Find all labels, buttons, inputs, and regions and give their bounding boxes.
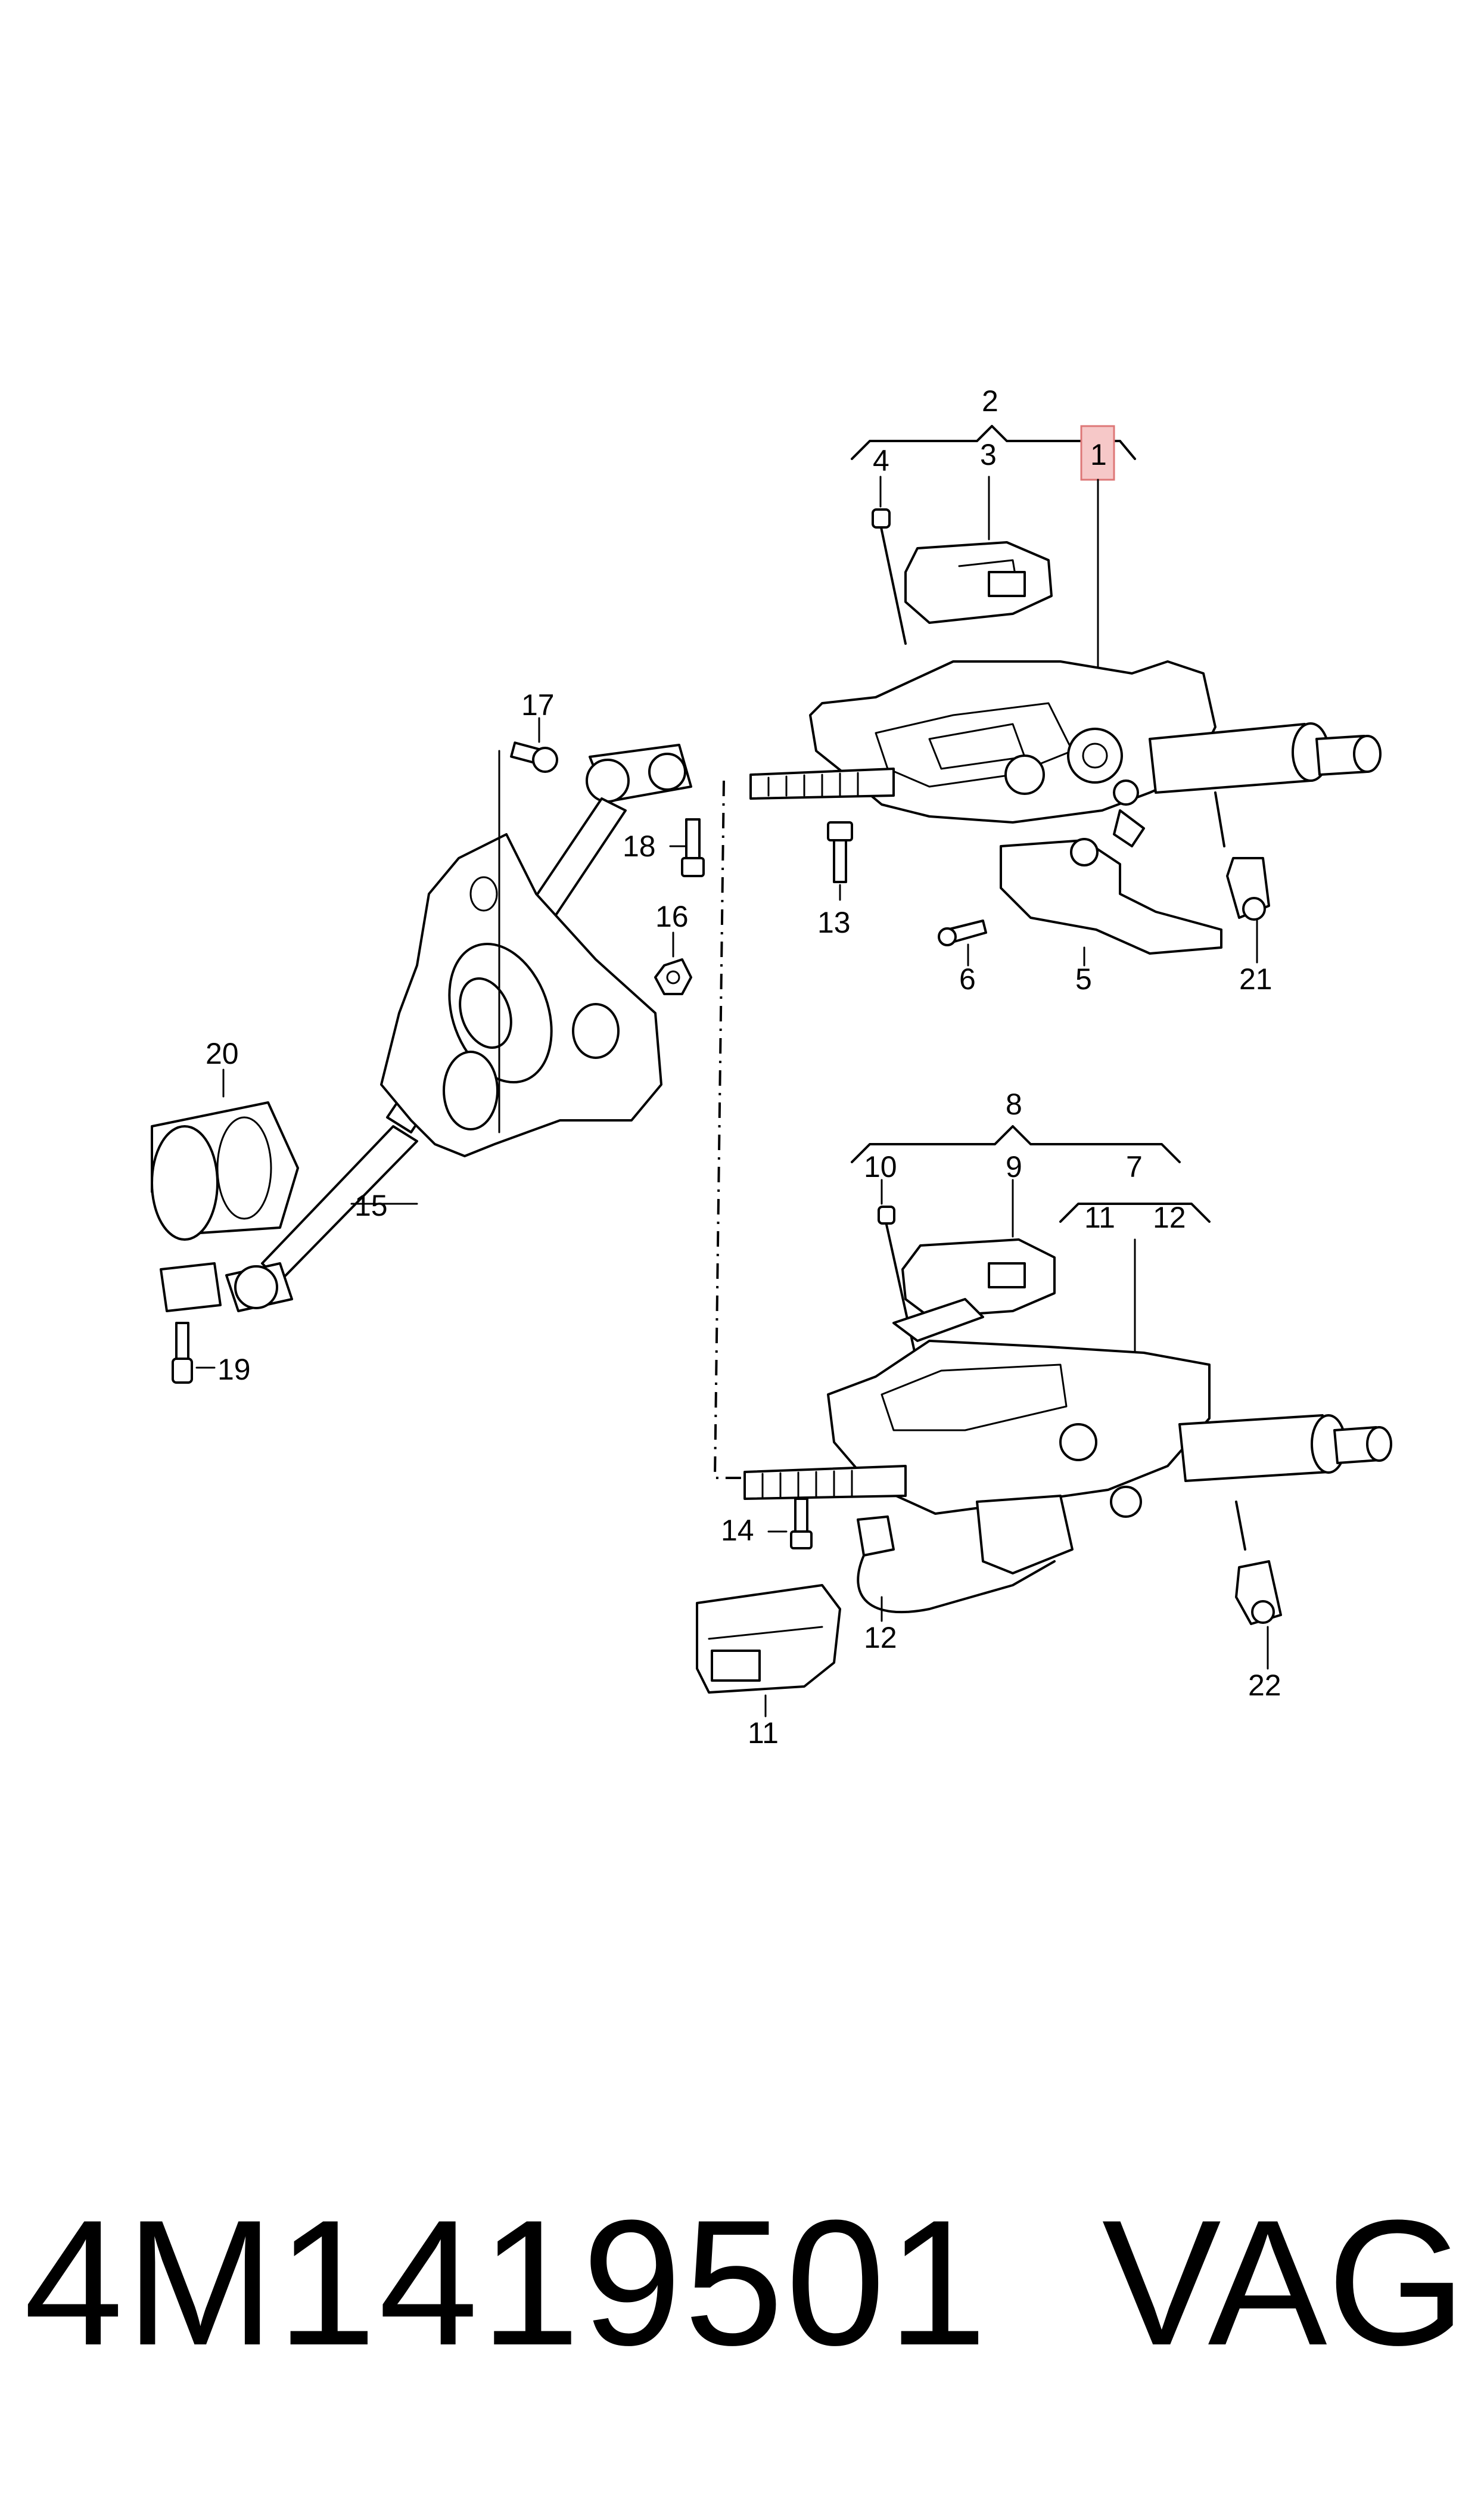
callout-16: 16 (655, 900, 689, 933)
bracket-5 (1000, 838, 1222, 967)
callout-11: 11 (748, 1716, 779, 1750)
callout-20: 20 (206, 1037, 239, 1070)
callout-7: 7 (1126, 1150, 1143, 1184)
callout-1: 1 (1090, 438, 1107, 471)
callout-12: 12 (864, 1621, 897, 1654)
part-number: 4M1419501 (24, 2182, 990, 2383)
steering-shaft-upper (749, 722, 1382, 800)
callout-21: 21 (1239, 962, 1273, 996)
lower-steering-column (696, 1125, 1392, 1717)
callout-22: 22 (1248, 1669, 1281, 1702)
callout-11-bracket: 11 (1084, 1201, 1115, 1234)
screw-6 (938, 920, 987, 967)
callout-8: 8 (1006, 1088, 1022, 1121)
callout-2: 2 (982, 384, 998, 418)
callout-12-bracket: 12 (1153, 1201, 1186, 1234)
callout-19: 19 (217, 1353, 251, 1386)
callout-15: 15 (354, 1189, 388, 1222)
callout-3: 3 (980, 438, 997, 471)
adjuster-21 (1214, 791, 1270, 964)
callout-13: 13 (817, 906, 851, 939)
callout-18: 18 (623, 830, 656, 863)
bolt-13 (827, 821, 853, 901)
callout-14: 14 (721, 1514, 754, 1547)
steering-column-housing (809, 660, 1217, 847)
callout-4: 4 (873, 444, 889, 477)
control-unit-3 (904, 541, 1053, 624)
callout-5: 5 (1075, 962, 1092, 996)
sleeve-20 (151, 1069, 299, 1241)
callout-17: 17 (521, 688, 555, 722)
intermediate-shaft-assembly (151, 717, 745, 1479)
screw-4 (872, 508, 907, 645)
callout-6: 6 (959, 962, 976, 996)
brand-label: VAG (1102, 2182, 1466, 2383)
callout-9: 9 (1006, 1150, 1022, 1184)
callout-10: 10 (864, 1150, 897, 1184)
callout-labels: 2 1 4 3 17 18 13 16 6 5 21 20 15 19 8 10… (206, 384, 1281, 1750)
upper-steering-column (749, 425, 1382, 967)
